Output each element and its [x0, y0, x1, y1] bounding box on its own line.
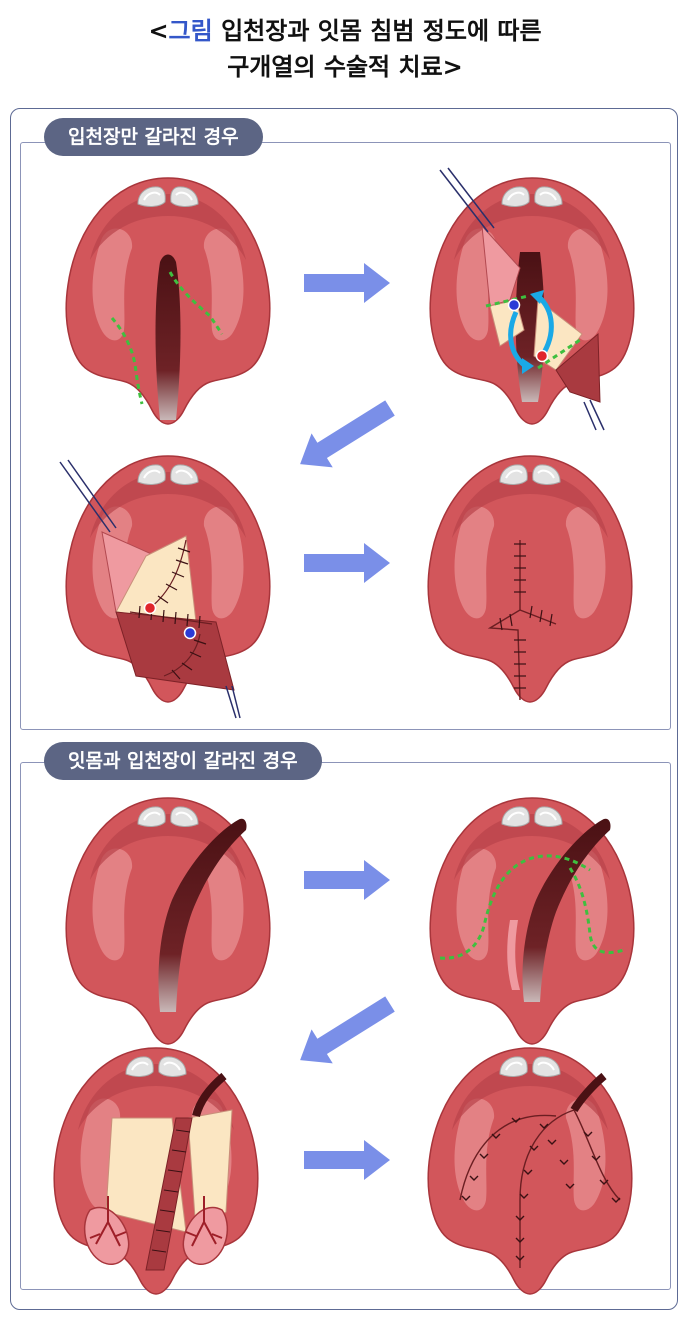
palate-flap-suture-diagram [59, 456, 270, 719]
arrow-diagonal-1 [300, 400, 395, 468]
gum-palate-flap-vessel-diagram [54, 1048, 258, 1294]
palate-flap-rotation-diagram [430, 167, 634, 431]
gum-palate-incision-diagram [430, 798, 634, 1044]
arrow-diagonal-2 [300, 996, 395, 1064]
section-label-gum-and-palate: 잇몸과 입천장이 갈라진 경우 [44, 742, 322, 780]
arrow-right-4 [304, 1140, 390, 1180]
palate-cleft-incision-diagram [66, 178, 270, 424]
figure-title-line1: <그림 입천장과 잇몸 침범 정도에 따른 [0, 14, 690, 48]
palate-repaired-diagram [428, 456, 632, 702]
title-open-bracket: < [148, 17, 169, 45]
figure-title-line2: 구개열의 수술적 치료> [227, 53, 463, 81]
title-accent-word: 그림 [168, 17, 213, 45]
arrow-right-2 [304, 543, 390, 583]
arrow-right-3 [304, 860, 390, 900]
section-label-palate-only: 입천장만 갈라진 경우 [44, 118, 263, 156]
gum-palate-repaired-diagram [428, 1048, 632, 1294]
gum-palate-cleft-diagram [66, 798, 270, 1044]
arrow-right-1 [304, 263, 390, 303]
title-rest: 입천장과 잇몸 침범 정도에 따른 [212, 17, 542, 45]
